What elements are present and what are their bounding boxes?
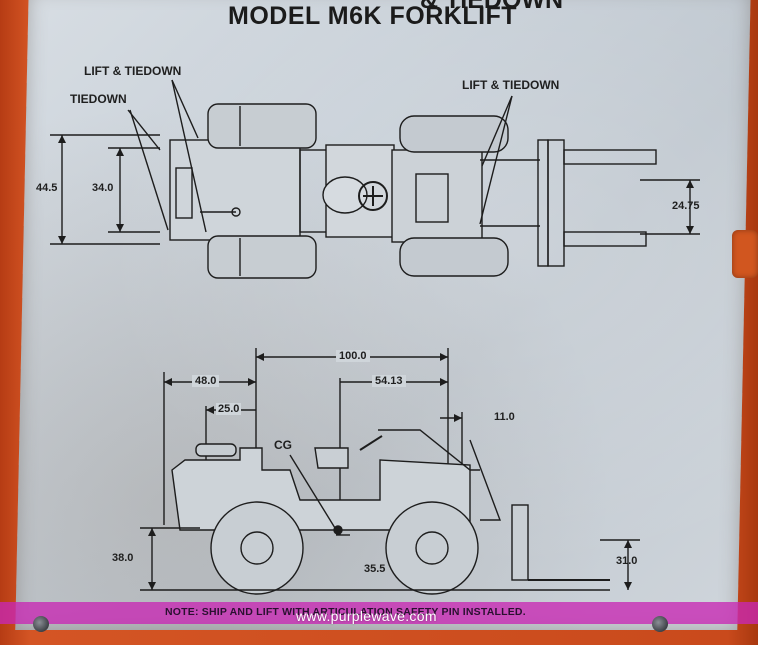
dim-38-0: 38.0: [112, 552, 134, 564]
watermark-text: www.purplewave.com: [296, 608, 437, 624]
dim-24-75: 24.75: [672, 200, 700, 212]
side-bracket: [732, 230, 758, 278]
dim-44-5: 44.5: [36, 182, 58, 194]
bolt-bottom-right: [652, 616, 668, 632]
dim-34-0: 34.0: [92, 182, 114, 194]
dim-48-0: 48.0: [192, 375, 220, 387]
title-partial: & TIEDOWN: [420, 0, 564, 14]
label-cg: CG: [274, 438, 292, 452]
top-view-drawing: [50, 79, 700, 279]
dim-25-0: 25.0: [216, 403, 242, 415]
bolt-bottom-left: [33, 616, 49, 632]
watermark-band: [0, 602, 758, 624]
label-lift-tiedown-left: LIFT & TIEDOWN: [84, 64, 182, 78]
dim-11-0: 11.0: [494, 411, 515, 423]
sign-title: MODEL M6K FORKLIFT: [228, 2, 518, 30]
dim-54-13: 54.13: [372, 375, 406, 387]
dim-35-5: 35.5: [364, 563, 386, 575]
dim-31-0: 31.0: [616, 555, 638, 567]
dim-100-0: 100.0: [336, 350, 370, 362]
note-text: NOTE: SHIP AND LIFT WITH ARTICULATION SA…: [165, 606, 526, 618]
label-tiedown: TIEDOWN: [70, 92, 127, 106]
label-lift-tiedown-right: LIFT & TIEDOWN: [462, 78, 560, 92]
side-view-drawing: [140, 348, 640, 595]
